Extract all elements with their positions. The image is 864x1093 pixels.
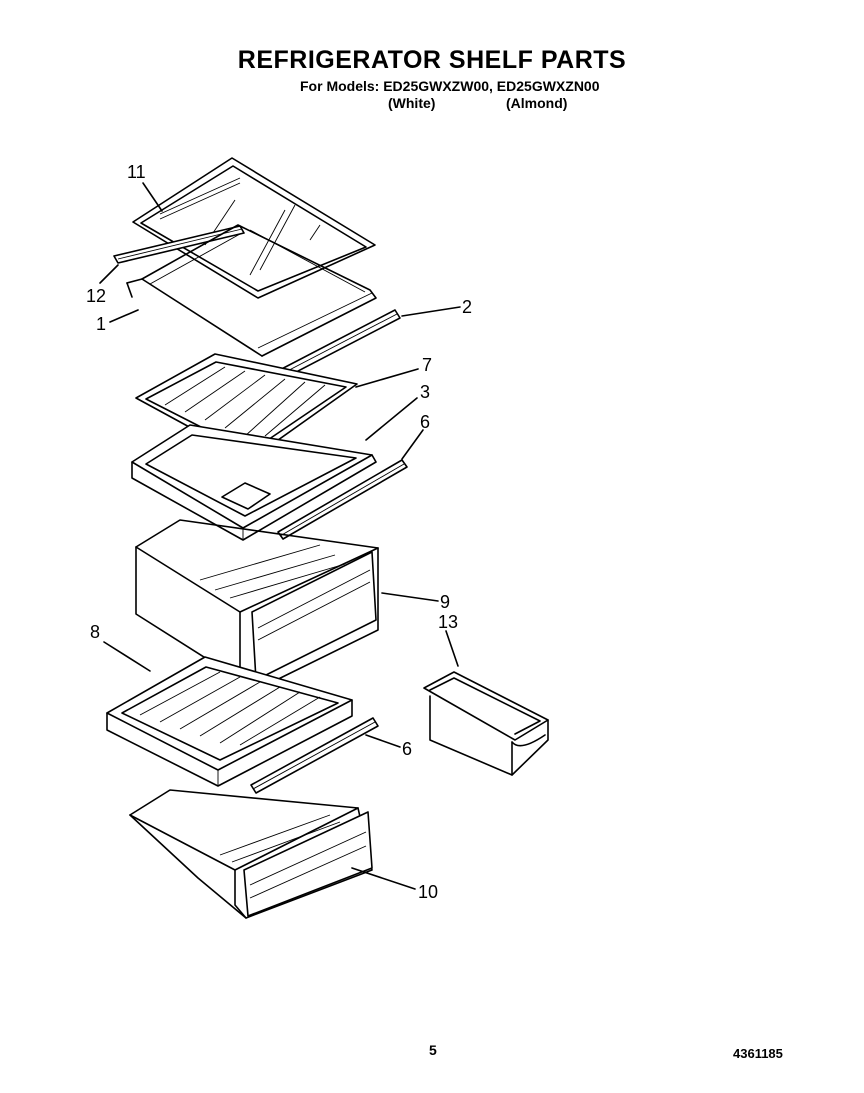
- part-6-rail-upper: [277, 459, 408, 540]
- leader-lines: [99, 182, 461, 890]
- document-number: 4361185: [733, 1046, 783, 1061]
- callout-12: 12: [86, 286, 106, 306]
- callout-8: 8: [90, 622, 100, 642]
- part-9-upper-crisper: [135, 519, 379, 691]
- callout-13: 13: [438, 612, 458, 632]
- part-1-shelf-frame: [126, 224, 377, 357]
- callout-6-lower: 6: [402, 739, 412, 759]
- part-10-lower-crisper: [129, 789, 373, 919]
- part-6-rail-lower: [250, 717, 379, 794]
- callout-labels: 11 12 1 2 7 3 6 9 13 8 6 10: [86, 162, 472, 902]
- callout-6-upper: 6: [420, 412, 430, 432]
- callout-1: 1: [96, 314, 106, 334]
- part-13-door-bin: [423, 671, 549, 776]
- part-3-cover-frame: [131, 424, 377, 541]
- page-title: REFRIGERATOR SHELF PARTS: [237, 46, 627, 74]
- callout-11: 11: [127, 162, 146, 182]
- callout-10: 10: [418, 882, 438, 902]
- callout-7: 7: [422, 355, 432, 375]
- models-line: For Models: ED25GWXZW00, ED25GWXZN00: [300, 78, 600, 94]
- variant-white: (White): [388, 95, 436, 111]
- callout-2: 2: [462, 297, 472, 317]
- variant-almond: (Almond): [506, 95, 568, 111]
- page-number: 5: [429, 1042, 437, 1058]
- part-11-glass-shelf: [132, 157, 376, 299]
- callout-3: 3: [420, 382, 430, 402]
- part-8-lower-cover: [106, 656, 353, 787]
- callout-9: 9: [440, 592, 450, 612]
